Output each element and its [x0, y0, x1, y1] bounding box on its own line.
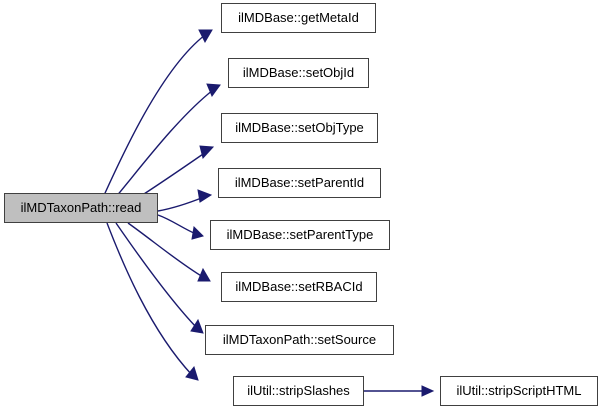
- call-edge-root-to-setParentType: [157, 214, 197, 235]
- call-graph-node-stripScriptHTML[interactable]: ilUtil::stripScriptHTML: [440, 376, 598, 406]
- call-graph-node-label: ilMDTaxonPath::read: [20, 200, 142, 215]
- call-edge-root-to-stripSlashes: [106, 222, 193, 376]
- call-graph-node-label: ilMDBase::getMetaId: [238, 10, 359, 25]
- call-graph-node-setRBACId[interactable]: ilMDBase::setRBACId: [221, 272, 377, 302]
- call-edge-arrowhead-setObjId: [206, 83, 221, 98]
- call-edge-arrowhead-setParentId: [197, 189, 213, 203]
- call-graph-node-root[interactable]: ilMDTaxonPath::read: [4, 193, 158, 223]
- call-edge-root-to-setParentId: [157, 196, 205, 212]
- call-edge-arrowhead-setSource: [190, 318, 204, 334]
- call-graph-node-label: ilMDBase::setRBACId: [235, 279, 363, 294]
- call-edge-arrowhead-setObjType: [199, 145, 215, 160]
- call-graph-node-label: ilUtil::stripSlashes: [247, 383, 350, 398]
- call-graph-node-setParentType[interactable]: ilMDBase::setParentType: [210, 220, 390, 250]
- call-graph-node-setObjId[interactable]: ilMDBase::setObjId: [228, 58, 369, 88]
- call-edge-root-to-setObjId: [109, 89, 214, 205]
- call-graph-node-setObjType[interactable]: ilMDBase::setObjType: [221, 113, 378, 143]
- call-graph-node-setParentId[interactable]: ilMDBase::setParentId: [218, 168, 381, 198]
- call-edge-arrowhead-stripSlashes: [185, 365, 199, 381]
- call-edge-arrowhead-stripScriptHTML: [421, 385, 435, 397]
- call-edge-root-to-getMetaId: [100, 34, 206, 203]
- call-graph-node-label: ilMDBase::setParentId: [234, 175, 365, 190]
- call-graph-node-label: ilMDBase::setObjType: [235, 120, 364, 135]
- call-graph-node-label: ilMDTaxonPath::setSource: [222, 332, 377, 347]
- call-edge-arrowhead-getMetaId: [198, 29, 213, 44]
- call-edge-arrowhead-setParentType: [191, 225, 204, 240]
- call-graph-node-stripSlashes[interactable]: ilUtil::stripSlashes: [233, 376, 364, 406]
- call-graph-node-label: ilMDBase::setParentType: [226, 227, 374, 242]
- call-graph-node-getMetaId[interactable]: ilMDBase::getMetaId: [221, 3, 376, 33]
- call-edge-root-to-setRBACId: [127, 222, 204, 278]
- call-graph-node-setSource[interactable]: ilMDTaxonPath::setSource: [205, 325, 394, 355]
- call-graph-node-label: ilMDBase::setObjId: [242, 65, 355, 80]
- call-edge-root-to-setSource: [115, 222, 198, 329]
- call-graph-node-label: ilUtil::stripScriptHTML: [456, 383, 582, 398]
- call-edge-arrowhead-setRBACId: [197, 267, 211, 282]
